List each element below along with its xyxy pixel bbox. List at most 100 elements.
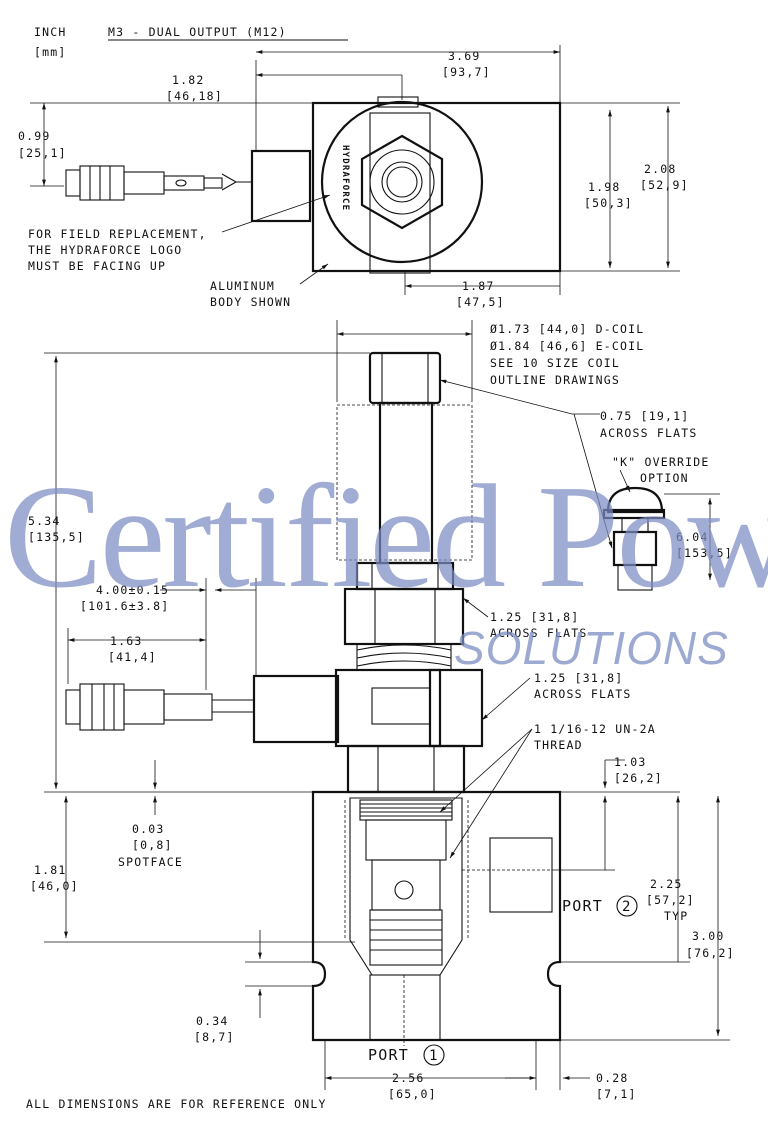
unit-inch-label: INCH: [34, 25, 67, 39]
total-height-mm: [135,5]: [28, 530, 85, 544]
dim-edge: 0.28: [596, 1071, 629, 1085]
override-height: 6.04: [676, 530, 709, 544]
watermark-title: Certified Power: [4, 455, 768, 619]
watermark: Certified Power SOLUTIONS: [4, 455, 768, 674]
dim-conn-height-mm: [25,1]: [18, 146, 67, 160]
dim-overall-height: 2.08: [644, 162, 677, 176]
port-2-circle: [616, 895, 638, 917]
nut-flats-1: 0.75 [19,1]: [600, 409, 689, 423]
cartridge-thread: [359, 799, 453, 821]
dim-body-height-mm: [50,3]: [584, 196, 633, 210]
top-view-nut-outer: [369, 149, 435, 215]
dim-body-width-side: 2.56: [392, 1071, 425, 1085]
thread-spec-1: 1 1/16-12 UN-2A: [534, 722, 656, 736]
side-m12-connector: [65, 683, 213, 731]
watermark-subtitle: SOLUTIONS: [454, 622, 729, 674]
top-view-hex-nut: [360, 134, 444, 230]
dim-overall-height-mm: [52,9]: [640, 178, 689, 192]
top-view-wire: [221, 173, 252, 191]
dim-conn-offset: 1.82: [172, 73, 205, 87]
port-1-number: 1: [429, 1048, 439, 1064]
side-connector-housing: [252, 674, 340, 744]
spotface-dim-mm: [0,8]: [132, 838, 173, 852]
dim-body-height-side-mm: [76,2]: [686, 946, 735, 960]
note-logo-line1: FOR FIELD REPLACEMENT,: [28, 227, 207, 241]
dim-offset: 4.00±0.15: [96, 583, 169, 597]
dim-slot-mm: [8,7]: [194, 1030, 235, 1044]
note-body-line1: ALUMINUM: [210, 279, 275, 293]
hex2-flats-1: 1.25 [31,8]: [534, 671, 623, 685]
cartridge-ball: [394, 880, 414, 900]
coil-note-2: Ø1.84 [46,6] E-COIL: [490, 339, 644, 353]
hex1-flats-2: ACROSS FLATS: [490, 626, 587, 640]
coil-note-4: OUTLINE DRAWINGS: [490, 373, 620, 387]
coil-logo-text: HYDRAFORCE: [340, 145, 350, 211]
override-label-1: "K" OVERRIDE: [612, 455, 709, 469]
dim-slot: 0.34: [196, 1014, 229, 1028]
dim-port2-mm: [57,2]: [646, 893, 695, 907]
dim-port2-typ: TYP: [664, 909, 688, 923]
top-view-body: [311, 101, 562, 273]
dim-port2: 2.25: [650, 877, 683, 891]
hex2-flats-2: ACROSS FLATS: [534, 687, 631, 701]
port-1-label: PORT: [368, 1046, 409, 1064]
coil-outline: [336, 404, 473, 561]
dim-conn-length-mm: [41,4]: [108, 650, 157, 664]
port-1-circle: [423, 1044, 445, 1066]
coil-note-3: SEE 10 SIZE COIL: [490, 356, 620, 370]
dim-body-lower-mm: [46,0]: [30, 879, 79, 893]
override-k-option: [602, 486, 666, 591]
side-view: 6.04 [153,5] "K" OVERRIDE OPTION Ø1.73 […: [28, 320, 735, 1101]
top-view-connector-housing: [250, 149, 312, 223]
nut-flats-2: ACROSS FLATS: [600, 426, 697, 440]
dim-body-height: 1.98: [588, 180, 621, 194]
adjust-threads: [356, 643, 452, 671]
top-view-nut-top: [377, 96, 419, 108]
spotface-label: SPOTFACE: [118, 855, 183, 869]
header: INCH [mm] M3 - DUAL OUTPUT (M12): [34, 25, 348, 59]
connector-body: [334, 668, 442, 748]
dim-offset-mm: [101.6±3.8]: [80, 599, 169, 613]
dim-top-width-mm: [93,7]: [442, 65, 491, 79]
note-logo-line2: THE HYDRAFORCE LOGO: [28, 243, 182, 257]
tube-nut: [368, 351, 442, 405]
dim-body-lower: 1.81: [34, 863, 67, 877]
note-logo-line3: MUST BE FACING UP: [28, 259, 166, 273]
top-view-coil-band: [369, 112, 431, 274]
hex-2: [428, 668, 484, 748]
dim-port2-top-mm: [26,2]: [614, 771, 663, 785]
hex1-flats-1: 1.25 [31,8]: [490, 610, 579, 624]
stem: [346, 744, 466, 794]
total-height: 5.34: [28, 514, 61, 528]
drawing-title: M3 - DUAL OUTPUT (M12): [108, 25, 287, 39]
top-view-nut-inner: [381, 161, 423, 203]
top-view-nut-bore: [386, 166, 418, 198]
top-view: HYDRAFORCE 3.69 [93,7] 1.82 [46,18] 0.99: [18, 45, 689, 309]
coil-note-1: Ø1.73 [44,0] D-COIL: [490, 322, 644, 336]
port-1-bore: [369, 974, 441, 1041]
side-wire: [212, 699, 254, 713]
top-view-coil-circle: [320, 100, 484, 264]
thread-spec-2: THREAD: [534, 738, 583, 752]
dim-body-height-side: 3.00: [692, 929, 725, 943]
dim-body-width-mm: [47,5]: [456, 295, 505, 309]
dim-port2-top: 1.03: [614, 755, 647, 769]
port-2-label: PORT: [562, 897, 603, 915]
dim-top-width: 3.69: [448, 49, 481, 63]
dim-conn-offset-mm: [46,18]: [166, 89, 223, 103]
spotface-dim: 0.03: [132, 822, 165, 836]
unit-mm-label: [mm]: [34, 45, 67, 59]
dim-body-width: 1.87: [462, 279, 495, 293]
dim-edge-mm: [7,1]: [596, 1087, 637, 1101]
top-view-m12-connector: [65, 165, 223, 201]
dim-conn-height: 0.99: [18, 129, 51, 143]
footer-note: ALL DIMENSIONS ARE FOR REFERENCE ONLY: [26, 1097, 327, 1111]
dim-conn-length: 1.63: [110, 634, 143, 648]
port-2-bore: [489, 837, 553, 913]
override-label-2: OPTION: [640, 471, 689, 485]
dim-body-width-side-mm: [65,0]: [388, 1087, 437, 1101]
port-2-number: 2: [622, 899, 632, 915]
note-body-line2: BODY SHOWN: [210, 295, 291, 309]
cavity: [349, 797, 463, 976]
